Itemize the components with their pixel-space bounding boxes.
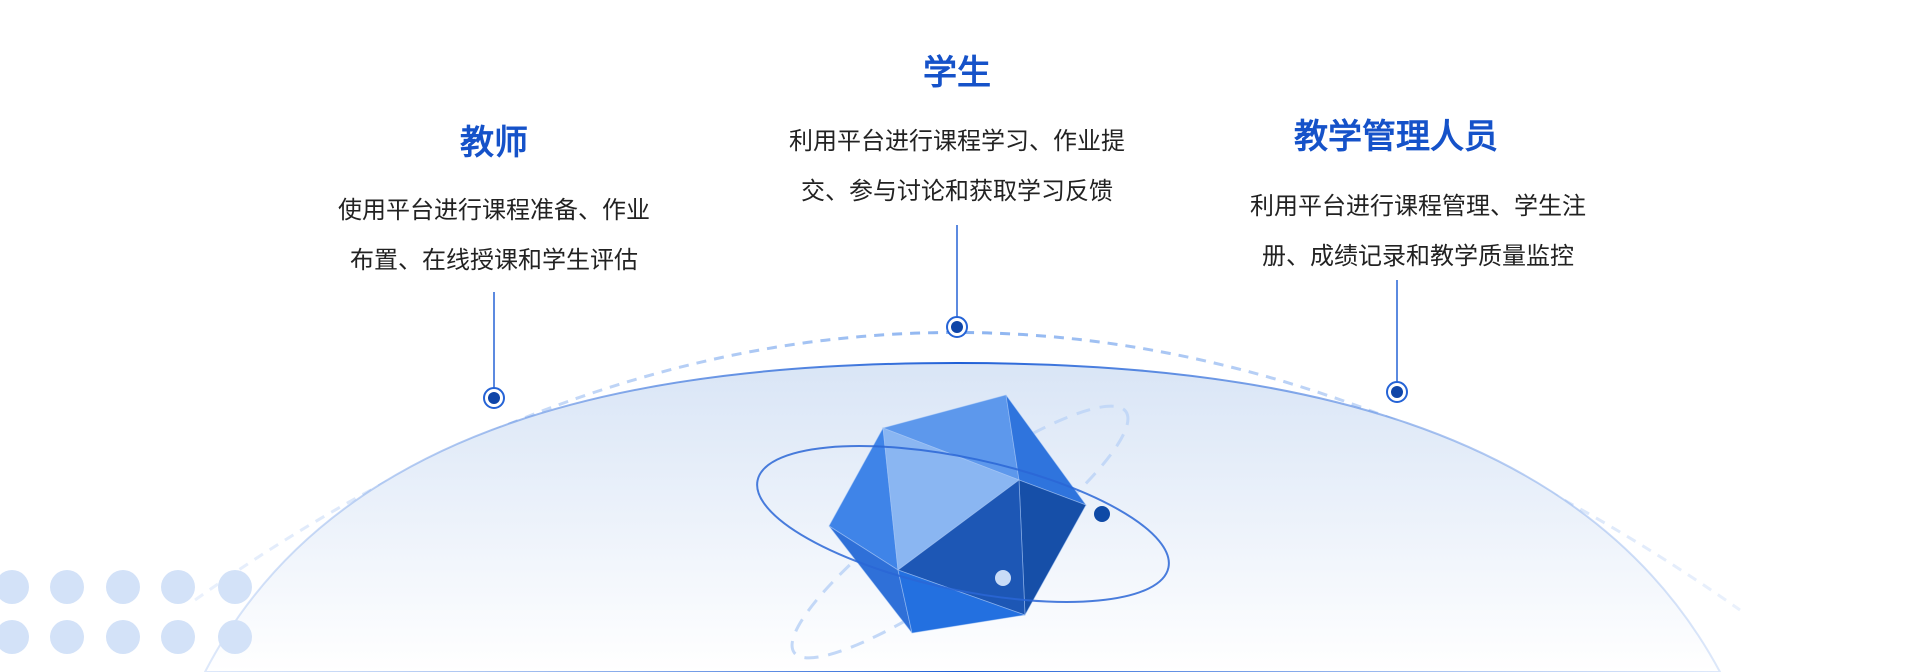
teacher-title: 教师 <box>460 123 528 163</box>
student-description-line: 交、参与讨论和获取学习反馈 <box>801 177 1113 205</box>
teacher-description-line: 布置、在线授课和学生评估 <box>350 246 638 274</box>
student-description: 利用平台进行课程学习、作业提 交、参与讨论和获取学习反馈 <box>757 116 1157 216</box>
student-description-line: 利用平台进行课程学习、作业提 <box>789 127 1125 155</box>
admin-description: 利用平台进行课程管理、学生注 册、成绩记录和教学质量监控 <box>1218 181 1618 281</box>
teacher-description: 使用平台进行课程准备、作业 布置、在线授课和学生评估 <box>294 185 694 285</box>
admin-description-line: 册、成绩记录和教学质量监控 <box>1262 242 1574 270</box>
admin-description-line: 利用平台进行课程管理、学生注 <box>1250 192 1586 220</box>
teacher-description-line: 使用平台进行课程准备、作业 <box>338 196 650 224</box>
admin-title: 教学管理人员 <box>1294 117 1498 157</box>
student-title: 学生 <box>923 53 991 93</box>
connector-nodes <box>483 316 1408 409</box>
decorative-dots <box>0 570 252 654</box>
polyhedron-icon <box>756 394 1170 660</box>
